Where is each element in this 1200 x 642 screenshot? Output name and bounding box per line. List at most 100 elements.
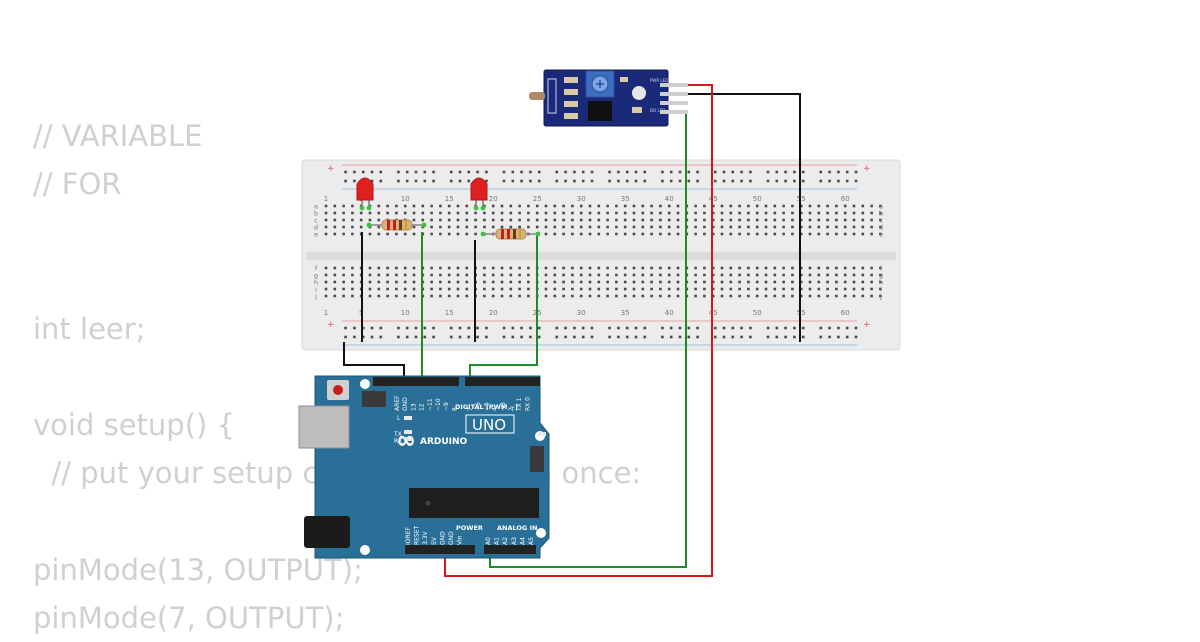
- breadboard-hole: [791, 266, 794, 270]
- breadboard-row-label: j: [879, 293, 882, 301]
- rail-hole: [564, 326, 567, 330]
- breadboard-hole: [535, 211, 539, 215]
- breadboard-hole: [368, 211, 372, 215]
- breadboard-holes: [324, 170, 882, 339]
- led-red-2[interactable]: [470, 177, 488, 211]
- breadboard-hole: [729, 211, 733, 215]
- breadboard-hole: [342, 287, 345, 291]
- breadboard-hole: [799, 211, 803, 215]
- breadboard-hole: [456, 211, 460, 215]
- rail-hole: [678, 170, 682, 174]
- breadboard-hole: [509, 204, 513, 208]
- rail-hole: [713, 179, 717, 183]
- rail-hole: [669, 170, 673, 174]
- breadboard-hole: [632, 273, 636, 277]
- rail-hole: [414, 335, 418, 339]
- breadboard-hole: [764, 266, 768, 270]
- breadboard-hole: [359, 218, 363, 222]
- arduino-pin-label: ~5: [483, 402, 490, 411]
- breadboard-hole: [527, 294, 530, 298]
- arduino-pin-label: GND: [402, 397, 409, 411]
- breadboard-hole: [738, 273, 741, 277]
- resistor-2[interactable]: [480, 228, 541, 240]
- wire-resistor2-to-pin7: [469, 232, 538, 383]
- breadboard-hole: [835, 273, 838, 277]
- breadboard-hole: [403, 211, 407, 215]
- resistor-1[interactable]: [366, 219, 427, 231]
- arduino-pin-label: 8: [451, 407, 458, 411]
- breadboard-hole: [738, 287, 741, 291]
- breadboard-hole: [703, 273, 706, 277]
- arduino-pin-label: 5V: [431, 536, 438, 545]
- breadboard-hole: [579, 211, 583, 215]
- breadboard-hole: [562, 294, 565, 298]
- ldr-sensor-module[interactable]: PWR LED DO LED VCC GND DO AO: [529, 69, 688, 127]
- breadboard-hole: [465, 232, 469, 236]
- breadboard-column-label: 20: [489, 309, 498, 317]
- led-red-1[interactable]: [356, 177, 374, 211]
- rail-hole: [608, 170, 611, 174]
- breadboard-hole: [491, 204, 495, 208]
- breadboard-hole: [386, 294, 389, 298]
- breadboard-hole: [826, 211, 829, 215]
- rail-plus-label-bottom-right: +: [863, 320, 871, 330]
- rail-hole: [458, 335, 462, 339]
- rail-hole: [854, 326, 858, 330]
- arduino-uno-board[interactable]: ∞ ARDUINO UNO DIGITAL (PWM ~) ON TX RX L…: [298, 375, 561, 559]
- breadboard-hole: [403, 294, 407, 298]
- breadboard-row-label: f: [880, 265, 883, 273]
- breadboard-hole: [808, 218, 812, 222]
- code-line: int leer;: [33, 311, 146, 346]
- mount-hole: [360, 545, 370, 555]
- breadboard-row-label: c: [879, 217, 883, 225]
- breadboard-hole: [456, 287, 460, 291]
- arduino-pin-label: A0: [485, 537, 492, 545]
- breadboard-hole: [430, 204, 433, 208]
- rail-hole: [555, 170, 559, 174]
- breadboard-row-label: a: [879, 203, 883, 211]
- arduino-pin-label: RESET: [414, 525, 421, 545]
- breadboard-hole: [500, 204, 504, 208]
- breadboard-column-label: 50: [753, 309, 762, 317]
- breadboard-hole: [597, 218, 601, 222]
- breadboard-hole: [650, 266, 653, 270]
- breadboard-hole: [764, 211, 768, 215]
- breadboard-hole: [571, 218, 574, 222]
- breadboard-hole: [782, 232, 785, 236]
- breadboard-hole: [527, 280, 530, 284]
- breadboard-hole: [324, 273, 328, 277]
- breadboard-hole: [773, 266, 777, 270]
- breadboard-hole: [861, 232, 865, 236]
- rail-hole: [784, 179, 787, 183]
- rail-hole: [590, 170, 594, 174]
- rail-hole: [775, 179, 779, 183]
- rail-hole: [854, 335, 858, 339]
- power-label: POWER: [456, 524, 483, 532]
- breadboard-hole: [694, 204, 697, 208]
- breadboard-hole: [623, 294, 627, 298]
- breadboard-hole: [474, 225, 477, 229]
- rail-hole: [511, 326, 515, 330]
- rail-hole: [678, 179, 682, 183]
- breadboard-hole: [606, 218, 609, 222]
- breadboard-hole: [386, 266, 389, 270]
- arduino-pin-label: A3: [511, 537, 518, 545]
- breadboard-hole: [711, 204, 715, 208]
- breadboard-hole: [403, 204, 407, 208]
- breadboard-hole: [720, 266, 724, 270]
- breadboard-hole: [623, 273, 627, 277]
- breadboard-hole: [870, 225, 873, 229]
- breadboard-hole: [817, 204, 821, 208]
- rail-hole: [423, 335, 427, 339]
- breadboard-hole: [623, 204, 627, 208]
- rail-hole: [502, 335, 506, 339]
- breadboard-hole: [342, 211, 345, 215]
- rail-hole: [661, 170, 664, 174]
- rail-hole: [634, 326, 638, 330]
- breadboard-hole: [447, 232, 451, 236]
- breadboard-hole: [368, 294, 372, 298]
- breadboard-hole: [553, 211, 557, 215]
- breadboard-hole: [623, 266, 627, 270]
- breadboard-hole: [500, 287, 504, 291]
- code-line: pinMode(7, OUTPUT);: [33, 600, 345, 635]
